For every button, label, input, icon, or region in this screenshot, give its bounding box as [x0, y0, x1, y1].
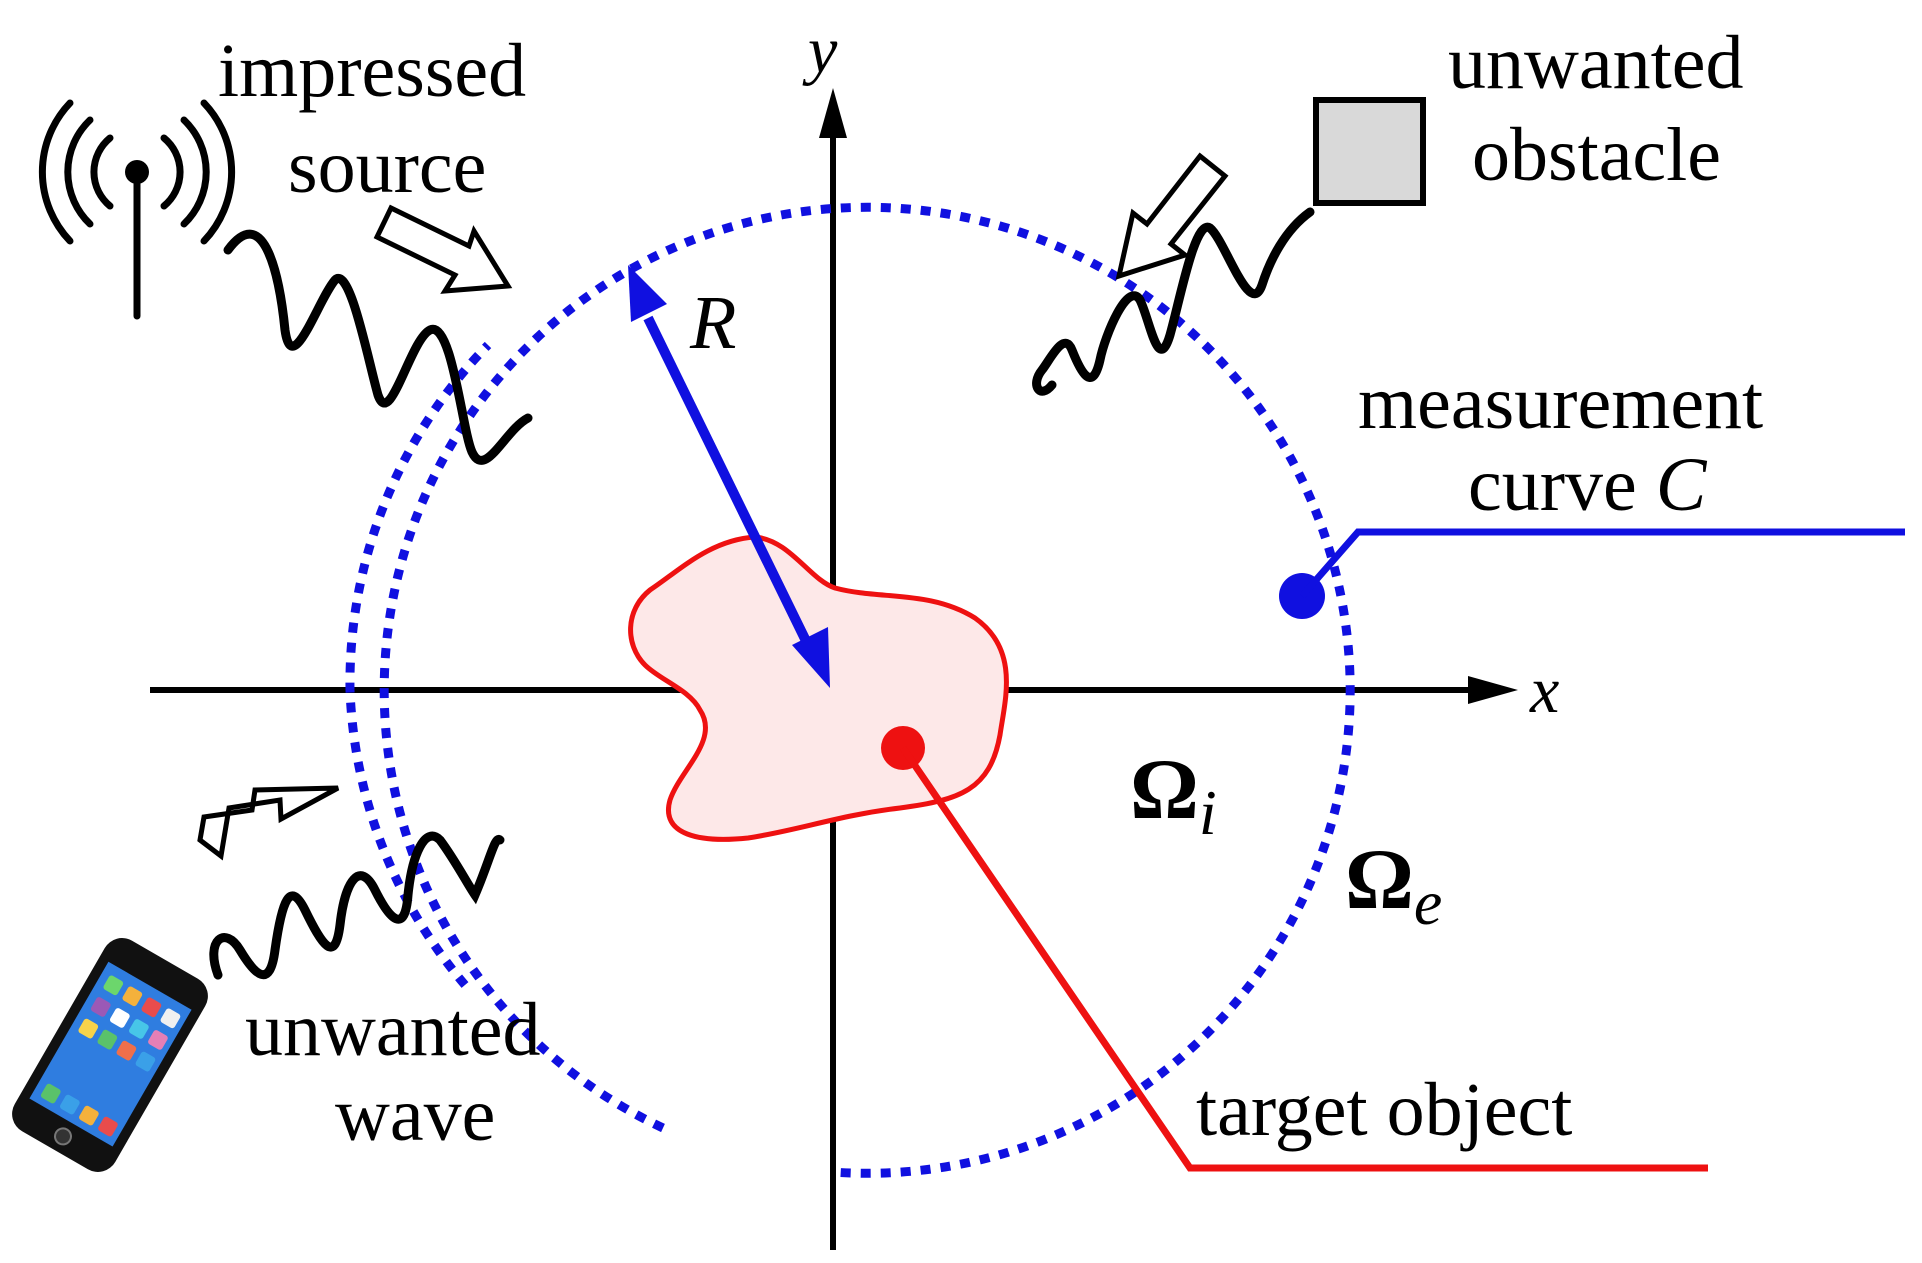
obstacle-arrow	[1115, 152, 1229, 280]
y-axis-label: y	[802, 14, 838, 87]
inner-domain-label: Ωi	[1130, 741, 1217, 848]
target-leader-line	[900, 746, 1708, 1172]
unwanted-obstacle-label: unwanted obstacle	[1448, 21, 1762, 197]
x-axis-arrowhead	[1468, 676, 1518, 704]
unwanted-wave-arrow	[197, 785, 340, 861]
impressed-source-arrow	[373, 204, 513, 294]
obstacle-scattered-wave	[1032, 207, 1315, 396]
target-object-shape	[628, 534, 1009, 842]
impressed-source-label: impressed source	[218, 29, 545, 209]
unwanted-wave-label: unwanted wave	[245, 988, 559, 1157]
measurement-leader-line	[1299, 528, 1905, 599]
impressed-source-wave	[223, 229, 533, 465]
radius-label: R	[689, 281, 736, 365]
smartphone-icon	[12, 938, 208, 1172]
measurement-curve	[345, 202, 1355, 1178]
obstacle-block	[1313, 97, 1426, 206]
curve-label-line2: curve C	[1468, 443, 1708, 527]
target-object-label: target object	[1196, 1068, 1572, 1152]
y-axis-arrowhead	[819, 88, 847, 138]
x-axis-label: x	[1529, 654, 1559, 727]
measurement-curve-label: measurement curve C	[1358, 361, 1782, 527]
radius-arrow	[628, 265, 830, 688]
unwanted-wave-curve	[209, 831, 505, 980]
outer-domain-label: Ωe	[1345, 831, 1442, 938]
radio-tower-icon	[38, 99, 236, 320]
